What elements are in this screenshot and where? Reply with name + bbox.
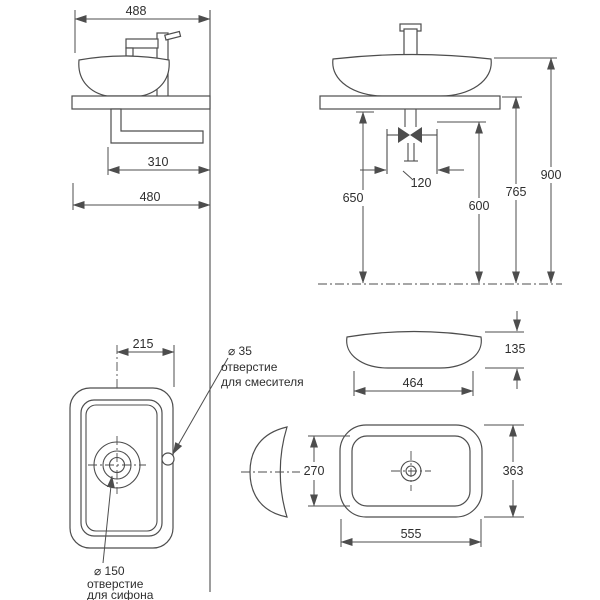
mixer-hole	[161, 452, 175, 466]
dim-464: 464	[353, 371, 474, 396]
dim-label-900: 900	[541, 168, 562, 182]
dim-label-363: 363	[503, 464, 524, 478]
drain-fitting	[386, 109, 438, 174]
leader-line	[172, 357, 229, 455]
dim-label-270: 270	[304, 464, 325, 478]
mixer-dia-label: ⌀ 35	[228, 344, 252, 358]
dim-765: 765	[502, 96, 527, 284]
dim-488: 488	[74, 4, 211, 53]
dim-270: 270	[304, 435, 350, 507]
dim-label-135: 135	[505, 342, 526, 356]
dim-label-555: 555	[401, 527, 422, 541]
plan-view: 215 ⌀ 35 отверстие для смесителя ⌀ 150 о…	[69, 337, 304, 600]
plan-rim	[80, 399, 163, 537]
faucet-front	[399, 23, 422, 57]
valve-left	[398, 127, 410, 143]
leader-line	[102, 475, 115, 564]
dim-363: 363	[484, 424, 524, 518]
dim-label-120: 120	[411, 176, 432, 190]
siphon-hole-callout: ⌀ 150 отверстие для сифона	[87, 475, 154, 600]
basin-side-outline	[78, 55, 170, 97]
dim-600: 600	[437, 121, 490, 284]
dim-650: 650	[343, 111, 374, 284]
dim-215: 215	[116, 337, 175, 388]
dim-480: 480	[72, 183, 211, 210]
dim-label-310: 310	[148, 155, 169, 169]
dim-label-480: 480	[140, 190, 161, 204]
counter-side	[71, 95, 211, 110]
siphon-caption-line2: для сифона	[87, 588, 154, 600]
leader-line	[402, 170, 413, 180]
siphon-dia-label: ⌀ 150	[94, 564, 125, 578]
bowl-plan: 270 363 555	[304, 424, 524, 547]
bowl-profile-outline	[249, 426, 288, 518]
counter-front	[319, 95, 501, 110]
side-view: 488 310 480	[71, 4, 211, 210]
dim-label-765: 765	[506, 185, 527, 199]
siphon-caption-line1: отверстие	[87, 577, 144, 591]
dim-555: 555	[340, 519, 482, 547]
faucet-spout-tip	[125, 47, 134, 57]
mixer-caption-line2: для смесителя	[221, 375, 304, 389]
bowl-elevation: 135 464	[346, 311, 525, 396]
dim-label-650: 650	[343, 191, 364, 205]
dim-label-215: 215	[133, 337, 154, 351]
bowl-elevation-outline	[346, 330, 482, 369]
bowl-side-profile	[241, 426, 300, 518]
dim-120: 120	[360, 166, 464, 190]
faucet-column	[403, 28, 418, 57]
dim-label-464: 464	[403, 376, 424, 390]
front-view: 120 650 600 765 900	[318, 23, 562, 285]
faucet-spout	[125, 38, 159, 49]
dim-900: 900	[494, 57, 562, 284]
mixer-hole-callout: ⌀ 35 отверстие для смесителя	[172, 344, 304, 455]
dim-label-600: 600	[469, 199, 490, 213]
plan-rim-inner	[85, 404, 158, 532]
dim-135: 135	[485, 311, 525, 389]
faucet-lever	[164, 30, 182, 41]
wall-bracket	[110, 108, 204, 144]
valve-right	[410, 127, 422, 143]
mixer-caption-line1: отверстие	[221, 360, 278, 374]
dim-label-488: 488	[126, 4, 147, 18]
basin-front-outline	[332, 53, 492, 97]
dim-310: 310	[107, 147, 211, 175]
